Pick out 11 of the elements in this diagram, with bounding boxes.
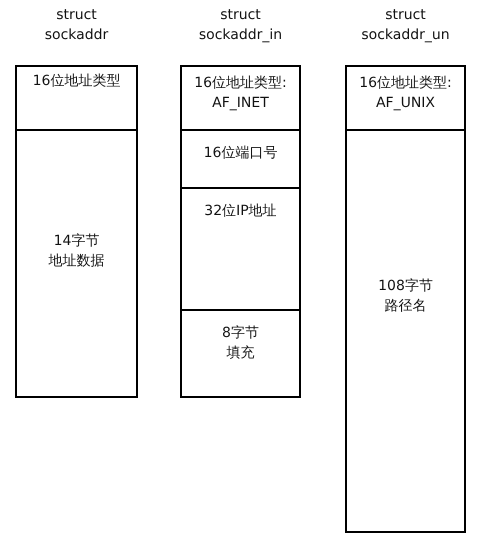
struct-name: struct sockaddr (44, 6, 108, 45)
field-label: 16位地址类型: AF_INET (193, 74, 288, 113)
field-label: 14字节地址数据 (48, 232, 104, 271)
field-label: 8字节填充 (222, 324, 259, 363)
field-label: 108字节路径名 (378, 277, 433, 316)
field-label: 16位端口号 (204, 144, 278, 163)
field-label: 16位地址类型: AF_UNIX (358, 74, 453, 113)
field-label: 32位IP地址 (204, 202, 277, 221)
field-label: 16位地址类型 (32, 72, 120, 91)
struct-name: struct sockaddr_in (198, 6, 282, 45)
struct-name: struct sockaddr_un (361, 6, 450, 45)
